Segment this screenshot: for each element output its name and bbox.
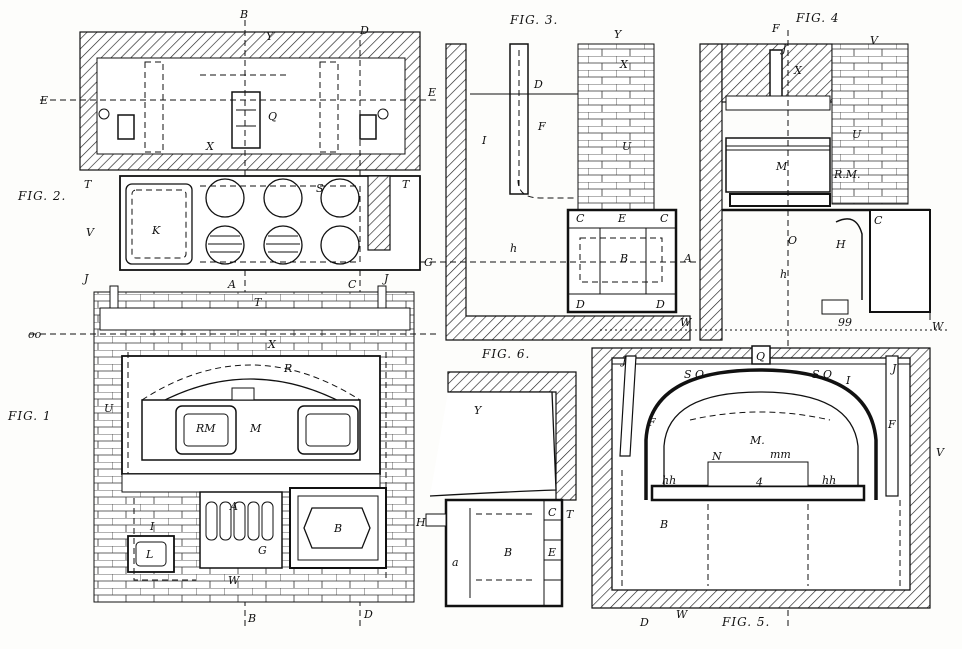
label-Y: Y [266,30,275,43]
label-N: N [711,450,722,463]
label-F: F [537,120,546,133]
label-hh-right: hh [822,474,836,487]
label-B-bottom: B [247,612,256,625]
label-B: B [659,518,668,531]
label-I: I [481,134,487,147]
label-A: A [227,278,236,291]
label-E: E [617,212,626,225]
label-G: G [424,256,433,269]
label-E: E [547,546,556,559]
label-W: W [680,316,693,329]
label-Q: Q [268,110,277,123]
label-V: V [870,34,879,47]
label-D: D [533,78,543,91]
label-a: a [452,556,459,569]
label-C: C [548,506,557,519]
label-I: I [845,374,851,387]
label-4: 4 [755,476,763,489]
fig5-label: FIG. 5. [721,615,770,629]
label-A: A [683,252,692,265]
label-C-left: C [576,212,585,225]
label-B: B [239,8,248,21]
label-S: S [316,182,324,195]
label-K: K [151,224,161,237]
label-M: M [775,160,788,173]
label-F-right: F [887,418,896,431]
fig6-label: FIG. 6. [481,347,530,361]
label-U: U [104,402,114,415]
fig4-section [600,30,950,630]
fig3-side-section [420,43,700,341]
label-T-right: T [402,178,411,191]
label-B: B [333,522,342,535]
fig1-label: FIG. 1 [7,409,52,423]
label-T: T [566,508,575,521]
label-W: W [676,608,689,621]
label-E-left: E [39,94,48,107]
label-A2: A [229,500,238,513]
label-O: O [788,234,797,247]
label-X: X [205,140,215,153]
label-W: W [932,320,945,333]
label-D-bottom: D [363,608,373,621]
label-X: X [793,64,803,77]
label-C: C [874,214,883,227]
fig1-front-elevation [30,285,440,603]
label-D: D [359,24,369,37]
label-G: G [258,544,267,557]
label-T-left: T [84,178,93,191]
label-SO-right: S O [812,368,832,381]
label-99: 99 [838,316,852,329]
label-hh-left: hh [662,474,676,487]
label-L: L [145,548,153,561]
label-F-left: F [647,416,656,429]
fig3-label: FIG. 3. [509,13,558,27]
label-D-right: D [655,298,665,311]
label-H: H [835,238,846,251]
label-Q: Q [756,350,765,363]
label-C: C [348,278,357,291]
label-J-left: J [620,354,627,367]
label-D: D [639,616,649,629]
label-M: M. [749,434,765,447]
label-C-right: C [660,212,669,225]
fig2-plan-view [40,20,440,630]
label-J: J [780,42,787,55]
label-B: B [619,252,628,265]
label-D-left: D [575,298,585,311]
label-J-left: J [82,272,89,285]
label-U: U [622,140,632,153]
label-Y: Y [474,404,483,417]
label-RM: R.M. [833,168,861,181]
label-V: V [936,446,945,459]
label-X: X [267,338,277,351]
label-B: B [503,546,512,559]
label-V: V [86,226,95,239]
label-M: M [249,422,262,435]
label-E-right: E [427,86,436,99]
label-J-right: J [890,362,897,375]
fig4-label: FIG. 4 [795,11,840,25]
label-h: h [780,268,787,281]
label-oo: oo [28,328,42,341]
label-X: X [619,58,629,71]
fig5-cross-section [591,345,931,609]
label-h: h [510,242,517,255]
label-mm: mm [770,448,791,461]
label-U: U [852,128,862,141]
label-SO-left: S O [684,368,704,381]
label-T: T [254,296,263,309]
label-W: W [228,574,241,587]
label-Y: Y [614,28,623,41]
label-F: F [771,22,780,35]
label-RM: RM [195,422,216,435]
fig6-section [425,371,577,608]
label-H: H [415,516,426,529]
fig2-label: FIG. 2. [17,189,66,203]
label-R: R [283,362,292,375]
label-J-right: J [382,272,389,285]
label-I: I [149,520,155,533]
